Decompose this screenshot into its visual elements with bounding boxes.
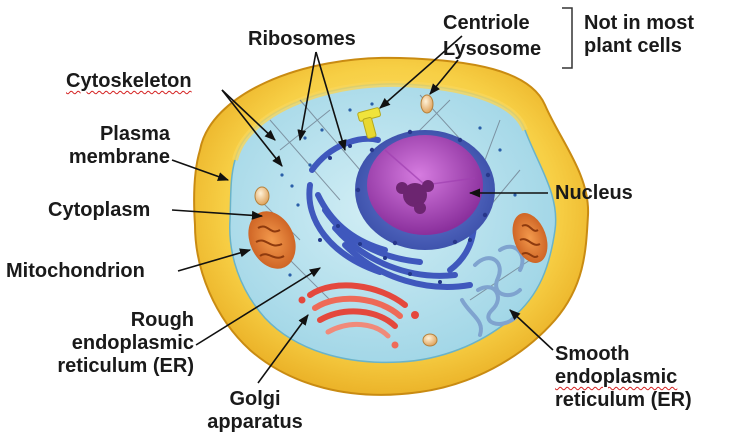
label-plasma-membrane: Plasma membrane [60, 123, 170, 169]
label-centriole: Centriole [443, 12, 530, 35]
label-not-in-most-line1: Not in most [584, 12, 694, 34]
bracket-not-in-plants [562, 7, 573, 69]
label-smooth-er: Smooth endoplasmic reticulum (ER) [555, 343, 692, 412]
label-rough-er-line2: endoplasmic [71, 332, 194, 354]
label-mitochondrion-text: Mitochondrion [6, 260, 145, 282]
label-smooth-er-line1: Smooth [555, 343, 630, 365]
centriole-shape [357, 107, 381, 139]
label-smooth-er-line3: reticulum (ER) [555, 389, 692, 411]
label-ribosomes: Ribosomes [248, 28, 356, 51]
lysosome-shapes [254, 94, 438, 347]
label-mitochondrion: Mitochondrion [6, 260, 145, 283]
smooth-er-shape [460, 244, 525, 337]
label-ribosomes-text: Ribosomes [248, 28, 356, 50]
label-nucleus: Nucleus [555, 182, 633, 205]
label-plasma-membrane-line1: Plasma [99, 123, 170, 145]
label-cytoskeleton: Cytoskeleton [66, 70, 192, 93]
mitochondrion-left-shape [248, 211, 296, 269]
golgi-apparatus-shape [298, 282, 419, 349]
free-ribosomes [266, 102, 517, 277]
label-cytoplasm: Cytoplasm [48, 199, 150, 222]
label-not-in-most-plant-cells: Not in most plant cells [584, 12, 694, 58]
nuclear-pores [355, 129, 491, 246]
label-lysosome: Lysosome [443, 38, 541, 61]
label-centriole-text: Centriole [443, 12, 530, 34]
label-plasma-membrane-line2: membrane [68, 146, 170, 168]
label-cytoplasm-text: Cytoplasm [48, 199, 151, 221]
label-smooth-er-line2: endoplasmic [555, 366, 678, 388]
nucleolus-shape [396, 180, 434, 214]
label-golgi-apparatus: Golgi apparatus [190, 388, 320, 434]
label-not-in-most-line2: plant cells [584, 35, 682, 57]
label-rough-er: Rough endoplasmic reticulum (ER) [20, 309, 194, 378]
label-cytoskeleton-text: Cytoskeleton [66, 70, 192, 92]
label-rough-er-line3: reticulum (ER) [57, 355, 194, 377]
leader-lines [171, 35, 554, 384]
label-golgi-line1: Golgi [229, 388, 281, 410]
mitochondrion-right-shape [512, 212, 548, 264]
label-rough-er-line1: Rough [130, 309, 194, 331]
label-golgi-line2: apparatus [207, 411, 303, 433]
label-nucleus-text: Nucleus [555, 182, 633, 204]
label-lysosome-text: Lysosome [443, 38, 542, 60]
rough-er-bumps [318, 144, 472, 284]
